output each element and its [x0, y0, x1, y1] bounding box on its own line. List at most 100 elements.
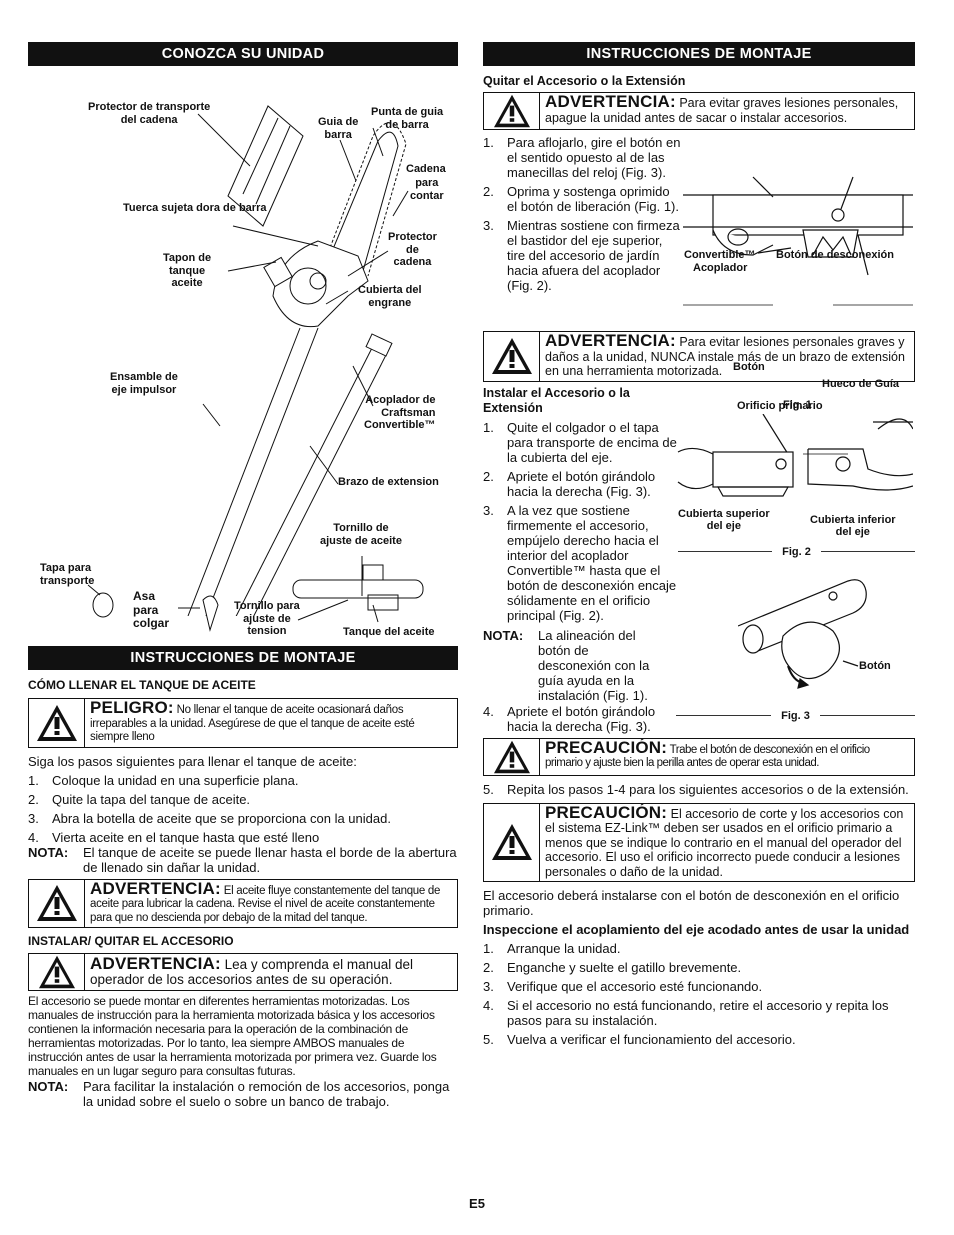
fig2-superior: Cubierta superior del eje: [678, 507, 770, 533]
inspect-heading: Inspeccione el acoplamiento del eje acod…: [483, 922, 910, 937]
label-cadena: Cadena: [406, 163, 446, 175]
list-item: 4.Vierta aceite en el tanque hasta que e…: [28, 829, 320, 845]
list-item: 3.Verifique que el accesorio esté funcio…: [483, 979, 763, 994]
fig1-drawing: [683, 176, 913, 306]
list-item: 2.Apriete el botón girándolo hacia la de…: [483, 468, 656, 499]
label-tornillo-aceite: Tornillo de ajuste de aceite: [320, 522, 402, 547]
precaucion-keyword: PRECAUCIÓN:: [545, 802, 668, 822]
fig2-orificio: Orificio primario: [737, 399, 823, 412]
fig2-caption: Fig. 2: [782, 545, 811, 558]
install-block: Instalar el Accesorio o la Extensión 1.Q…: [483, 385, 916, 704]
list-item: 5.Repita los pasos 1-4 para los siguient…: [483, 781, 909, 797]
fig2-caption-row: Fig. 2: [678, 545, 916, 558]
advertencia-manual-box: ADVERTENCIA: Lea y comprenda el manual d…: [28, 953, 458, 991]
warning-icon: [484, 332, 540, 381]
advertencia-keyword: ADVERTENCIA:: [545, 331, 676, 350]
list-item: 5.Vuelva a verificar el funcionamiento d…: [483, 1032, 796, 1047]
label-protector-cadena: Protector de cadena: [388, 231, 437, 268]
list-item: 4.Apriete el botón girándolo hacia la de…: [483, 703, 656, 734]
install-paragraph: El accesorio se puede montar en diferent…: [28, 994, 437, 1078]
label-tapon: Tapon de tanque aceite: [163, 252, 212, 289]
fig2-inferior: Cubierta inferior del eje: [810, 513, 896, 539]
advertencia-oil-box: ADVERTENCIA: El aceite fluye constanteme…: [28, 878, 458, 928]
label-para-contar: para contar: [410, 177, 444, 202]
section-title-montaje-right: INSTRUCCIONES DE MONTAJE: [483, 42, 915, 66]
page-number: E5: [469, 1196, 485, 1211]
warning-icon: [29, 954, 85, 990]
label-tornillo-tension: Tornillo para ajuste de tension: [234, 600, 300, 637]
advertencia-extension-box: ADVERTENCIA: Para evitar lesiones person…: [483, 331, 915, 382]
fig1-acoplador: Acoplador: [693, 262, 748, 274]
warning-icon: [484, 803, 540, 881]
oil-intro: Siga los pasos siguientes para llenar el…: [28, 753, 357, 769]
unit-diagram-drawing: [187, 105, 409, 616]
install-nota-right: NOTA:La alineación del botón de desconex…: [483, 627, 650, 703]
oil-steps: 1.Coloque la unidad en una superficie pl…: [28, 773, 458, 845]
diagram-bottom-drawing: [87, 564, 424, 632]
remove-heading: Quitar el Accesorio o la Extensión: [483, 74, 686, 88]
install-extension-heading: Instalar el Accesorio o la Extensión: [483, 385, 630, 415]
fig3-caption-row: Fig. 3: [676, 709, 916, 722]
step4-row: 4.Apriete el botón girándolo hacia la de…: [483, 703, 916, 734]
list-item: 1.Para aflojarlo, gire el botón en el se…: [483, 135, 681, 180]
warning-icon: [484, 93, 540, 129]
label-cubierta-engrane: Cubierta del engrane: [358, 284, 422, 309]
fig1-caption: Fig. 1: [783, 399, 812, 411]
precaucion-box-1: PRECAUCIÓN: Trabe el botón de desconexió…: [483, 737, 915, 776]
oil-heading: CÓMO LLENAR EL TANQUE DE ACEITE: [28, 678, 256, 692]
section-title-conozca: CONOZCA SU UNIDAD: [28, 42, 458, 66]
label-asa: Asa para colgar: [133, 589, 170, 630]
warning-icon: [29, 879, 85, 927]
fig2-drawing: [677, 413, 913, 497]
section-title-montaje-left: INSTRUCCIONES DE MONTAJE: [28, 646, 458, 670]
label-ensamble: Ensamble de eje impulsor: [110, 371, 178, 396]
fig3-drawing: [738, 578, 867, 689]
fig3-boton: Botón: [859, 659, 891, 672]
advertencia-keyword: ADVERTENCIA:: [90, 954, 221, 973]
left-lower: INSTRUCCIONES DE MONTAJE CÓMO LLENAR EL …: [28, 646, 458, 1109]
inspect-steps: 1.Arranque la unidad. 2.Enganche y suelt…: [483, 941, 915, 1047]
peligro-text: No llenar el tanque de aceite ocasionará…: [90, 704, 415, 743]
label-brazo: Brazo de extension: [338, 476, 439, 488]
label-punta-guia: Punta de guia de barra: [371, 106, 444, 131]
fig1-boton-desconexion: Botón de desconexión: [776, 249, 894, 261]
list-item: 2.Oprima y sostenga oprimido el botón de…: [483, 184, 679, 214]
list-item: 3.Mientras sostiene con firmeza el basti…: [483, 218, 680, 293]
list-item: 2.Quite la tapa del tanque de aceite.: [28, 791, 251, 807]
install-steps: 1.Quite el colgador o el tapa para trans…: [483, 420, 683, 623]
peligro-box: PELIGRO: No llenar el tanque de aceite o…: [28, 698, 458, 748]
label-guia-barra: Guia de barra: [318, 116, 359, 141]
list-item: 1.Quite el colgador o el tapa para trans…: [483, 419, 677, 465]
label-protector-transporte: Protector de transporte del cadena: [88, 101, 211, 126]
step5: 5.Repita los pasos 1-4 para los siguient…: [483, 782, 915, 797]
oil-nota: NOTA:El tanque de aceite se puede llenar…: [28, 844, 457, 875]
list-item: 1.Arranque la unidad.: [483, 941, 621, 956]
remove-steps: 1.Para aflojarlo, gire el botón en el se…: [483, 135, 683, 293]
warning-icon: [484, 738, 540, 775]
unit-diagram: Protector de transporte del cadena Guia …: [28, 66, 458, 616]
fig3-caption: Fig. 3: [781, 709, 810, 722]
install-heading: INSTALAR/ QUITAR EL ACCESORIO: [28, 934, 234, 948]
advertencia-remove-box: ADVERTENCIA: Para evitar graves lesiones…: [483, 92, 915, 130]
list-item: 1.Coloque la unidad en una superficie pl…: [28, 772, 299, 788]
final-paragraph: El accesorio deberá instalarse con el bo…: [483, 888, 900, 918]
list-item: 2.Enganche y suelte el gatillo brevement…: [483, 960, 742, 975]
list-item: 4.Si el accesorio no está funcionando, r…: [483, 998, 889, 1028]
fig1-hueco: Hueco de Guía: [822, 378, 900, 390]
peligro-keyword: PELIGRO:: [90, 698, 174, 717]
advertencia-keyword: ADVERTENCIA:: [90, 878, 221, 898]
label-tanque: Tanque del aceite: [343, 626, 435, 638]
label-acoplador: Acoplador de Craftsman Convertible™: [364, 394, 436, 431]
remove-block: 1.Para aflojarlo, gire el botón en el se…: [483, 135, 915, 411]
precaucion-box-2: PRECAUCIÓN: El accesorio de corte y los …: [483, 802, 915, 882]
label-tapa: Tapa para transporte: [40, 562, 95, 587]
list-item: 3.A la vez que sostiene firmemente el ac…: [483, 502, 677, 623]
left-column: CONOZCA SU UNIDAD: [28, 42, 458, 616]
install-nota: NOTA:Para facilitar la instalación o rem…: [28, 1079, 450, 1109]
fig1-convertible: Convertible™: [684, 249, 756, 261]
warning-icon: [29, 699, 85, 747]
right-column: INSTRUCCIONES DE MONTAJE Quitar el Acces…: [483, 42, 916, 1047]
list-item: 3.Abra la botella de aceite que se propo…: [28, 810, 391, 826]
precaucion-keyword: PRECAUCIÓN:: [545, 737, 668, 757]
fig1-boton: Botón: [733, 361, 765, 373]
